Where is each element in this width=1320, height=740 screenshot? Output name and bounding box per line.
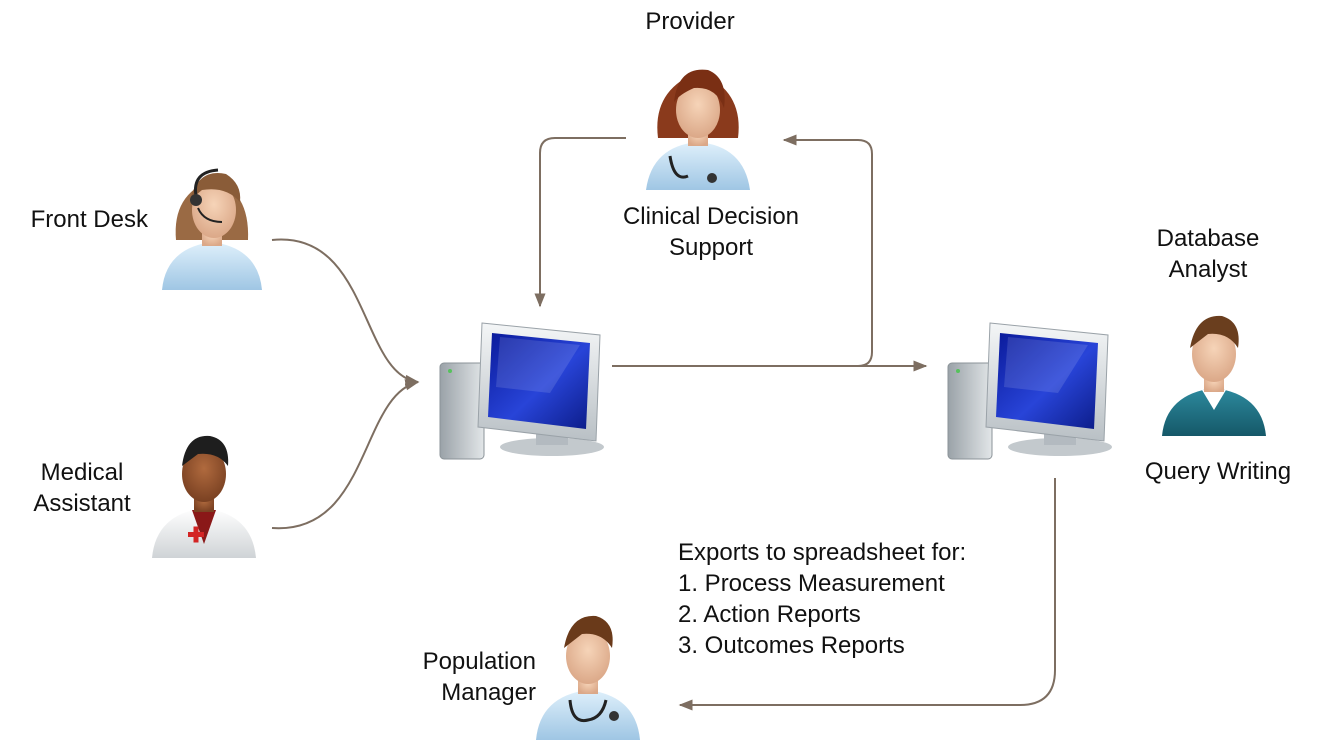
database-analyst-avatar-icon [1162, 315, 1266, 436]
front-desk-label: Front Desk [30, 206, 148, 233]
query-writing-label: Query Writing [1144, 458, 1292, 485]
database-analyst-line-2: Analyst [1168, 256, 1248, 283]
provider-label: Provider [645, 8, 735, 35]
database-computer-icon [947, 322, 1112, 460]
arrow-front-desk-to-computer [271, 238, 420, 387]
population-manager-label: Population Manager [396, 646, 536, 708]
arrow-medical-assistant-to-computer [271, 379, 420, 530]
provider-avatar-icon [646, 69, 750, 190]
exports-item: 2. Action Reports [678, 601, 861, 628]
clinical-decision-support-line-1: Clinical Decision [622, 203, 800, 230]
exports-heading: Exports to spreadsheet for: [678, 539, 967, 566]
exports-list: 1. Process Measurement 2. Action Reports… [678, 568, 1008, 661]
exports-block: Exports to spreadsheet for: 1. Process M… [678, 537, 1008, 661]
population-manager-line-1: Population [422, 648, 536, 675]
front-desk-avatar-icon [162, 168, 262, 290]
database-analyst-label: Database Analyst [1140, 223, 1276, 285]
clinical-decision-support-label: Clinical Decision Support [596, 201, 826, 263]
arrows [271, 134, 1056, 711]
arrow-provider-to-computer [534, 137, 626, 308]
medical-assistant-avatar-icon [152, 435, 256, 558]
exports-item: 1. Process Measurement [678, 570, 945, 597]
arrow-database-to-population-manager [678, 478, 1056, 711]
medical-assistant-line-1: Medical [40, 459, 124, 486]
clinical-decision-support-line-2: Support [668, 234, 754, 261]
database-analyst-line-1: Database [1156, 225, 1260, 252]
medical-assistant-label: Medical Assistant [14, 457, 150, 519]
population-manager-avatar-icon [536, 615, 640, 740]
population-manager-line-2: Manager [441, 679, 536, 706]
exports-item: 3. Outcomes Reports [678, 632, 905, 659]
medical-assistant-line-2: Assistant [33, 490, 131, 517]
computer-icon [439, 322, 604, 460]
